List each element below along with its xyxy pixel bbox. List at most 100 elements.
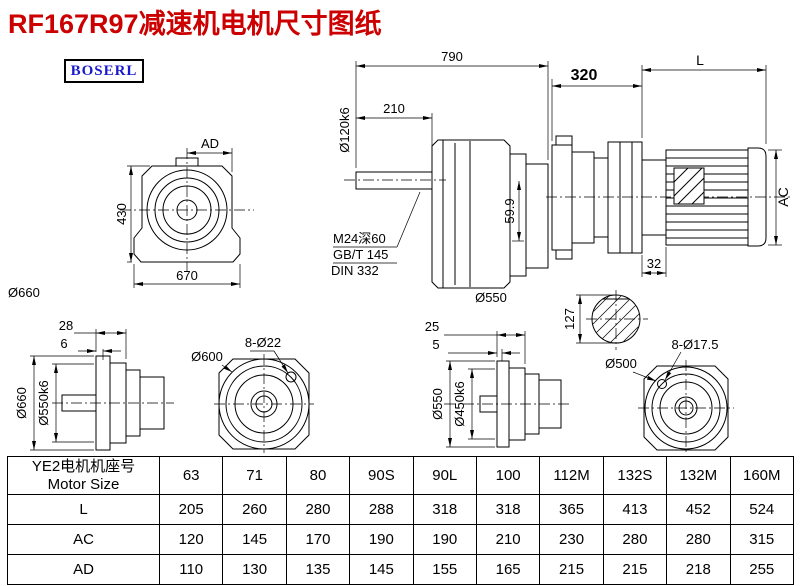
dim-320-lines [551, 65, 643, 141]
table-row-L: L 205 260 280 288 318 318 365 413 452 52… [7, 494, 795, 525]
dim-450k6: Ø450k6 [452, 381, 467, 427]
flange-outline [218, 358, 310, 450]
dim-32: 32 [647, 256, 661, 271]
table-cell: 205 [158, 494, 224, 525]
section-hatch [592, 295, 640, 343]
table-cell: 280 [285, 494, 351, 525]
dim-660-lines [30, 355, 94, 451]
gearbox-front-view: AD 430 670 Ø660 [8, 136, 254, 300]
col-header: 100 [475, 456, 541, 495]
motor-side-view: 320 L AC 32 [546, 52, 792, 277]
table-header-row: YE2电机机座号 Motor Size 63 71 80 90S 90L 100… [7, 456, 795, 495]
label-body-diameter: Ø550 [475, 290, 507, 305]
row-label: AD [7, 554, 160, 585]
table-row-AD: AD 110 130 135 145 155 165 215 215 218 2… [7, 554, 795, 585]
dim-6-lines [78, 349, 121, 360]
table-cell: 190 [349, 524, 414, 555]
dim-6: 6 [60, 336, 67, 351]
gear-housing-outline [431, 139, 511, 289]
table-cell: 288 [349, 494, 414, 525]
page-title: RF167R97减速机电机尺寸图纸 [8, 9, 382, 39]
input-shaft [355, 171, 433, 190]
dim-ad: AD [201, 136, 219, 151]
col-header: 160M [729, 456, 795, 495]
table-row-AC: AC 120 145 170 190 190 210 230 280 280 3… [7, 524, 795, 555]
dim-59-9: 59.9 [502, 198, 517, 223]
dim-670-lines [133, 264, 241, 288]
fan-cover [747, 147, 767, 247]
dim-L-lines [642, 65, 767, 144]
dim-600: Ø600 [191, 349, 223, 364]
table-cell: 210 [475, 524, 541, 555]
output-flange-plate [551, 144, 573, 251]
table-cell: 110 [158, 554, 224, 585]
dim-32-lines [641, 247, 667, 277]
table-cell: 215 [602, 554, 668, 585]
dim-127: 127 [562, 308, 577, 330]
table-cell: 318 [412, 494, 477, 525]
table-cell: 452 [666, 494, 731, 525]
table-cell: 524 [729, 494, 795, 525]
row-label: L [7, 494, 160, 525]
table-cell: 218 [666, 554, 731, 585]
table-cell: 260 [222, 494, 287, 525]
col-header: 71 [222, 456, 287, 495]
dim-320: 320 [571, 67, 598, 84]
col-header: 112M [539, 456, 604, 495]
table-cell: 255 [729, 554, 795, 585]
dim-ad-lines [187, 148, 233, 172]
label-housing-diameter: Ø660 [8, 285, 40, 300]
output-shaft-section: 127 [562, 290, 648, 350]
gearbox-side-view: 790 210 Ø120k6 M24深60 GB/T 145 DIN 332 5… [331, 49, 549, 305]
dim-550-small: Ø550 [430, 388, 445, 420]
dim-L: L [696, 52, 704, 68]
dim-59-9-lines [512, 181, 524, 242]
output-flange-front-view: 8-Ø22 Ø600 [191, 335, 314, 453]
dim-8-o17-5: 8-Ø17.5 [672, 337, 719, 352]
dim-127-lines [576, 294, 614, 344]
table-title-en: Motor Size [47, 475, 120, 493]
adapter-housing [607, 141, 643, 254]
table-cell: 318 [475, 494, 541, 525]
dim-5: 5 [432, 337, 439, 352]
dim-550-small-lines [446, 360, 495, 448]
note-thread: M24深60 [333, 231, 386, 246]
bolt-hole [285, 371, 297, 383]
housing-outline [133, 165, 241, 263]
row-label: AC [7, 524, 160, 555]
table-cell: 165 [475, 554, 541, 585]
col-header: 63 [158, 456, 224, 495]
shaft-section-circle [591, 294, 641, 344]
dim-AC: AC [775, 187, 791, 206]
table-cell: 315 [729, 524, 795, 555]
table-cell: 413 [602, 494, 668, 525]
brand-logo: BOSERL [64, 59, 144, 83]
dim-430-lines [127, 165, 150, 263]
dim-790-lines [355, 61, 549, 168]
holes-callout [250, 350, 289, 374]
dim-28-lines [74, 329, 127, 359]
table-cell: 155 [412, 554, 477, 585]
motor-size-table: YE2电机机座号 Motor Size 63 71 80 90S 90L 100… [7, 456, 795, 585]
dim-450k6-lines [468, 368, 495, 440]
thread-note: M24深60 GB/T 145 DIN 332 [331, 191, 421, 278]
dim-28: 28 [59, 318, 73, 333]
technical-drawing: AD 430 670 Ø660 [8, 49, 792, 453]
table-cell: 215 [539, 554, 604, 585]
dim-660-flange: Ø660 [14, 387, 29, 419]
table-cell: 280 [666, 524, 731, 555]
dim-670: 670 [176, 268, 198, 283]
col-header: 132S [602, 456, 668, 495]
dim-25-lines [444, 331, 526, 364]
col-header: 90L [412, 456, 477, 495]
table-cell: 230 [539, 524, 604, 555]
dim-500: Ø500 [605, 356, 637, 371]
table-cell: 280 [602, 524, 668, 555]
bolt-hole-small [657, 379, 667, 389]
dim-25: 25 [425, 319, 439, 334]
dim-550k6: Ø550k6 [36, 380, 51, 426]
terminal-box-section [673, 167, 705, 205]
dim-790: 790 [441, 49, 463, 64]
dim-430: 430 [114, 203, 129, 225]
